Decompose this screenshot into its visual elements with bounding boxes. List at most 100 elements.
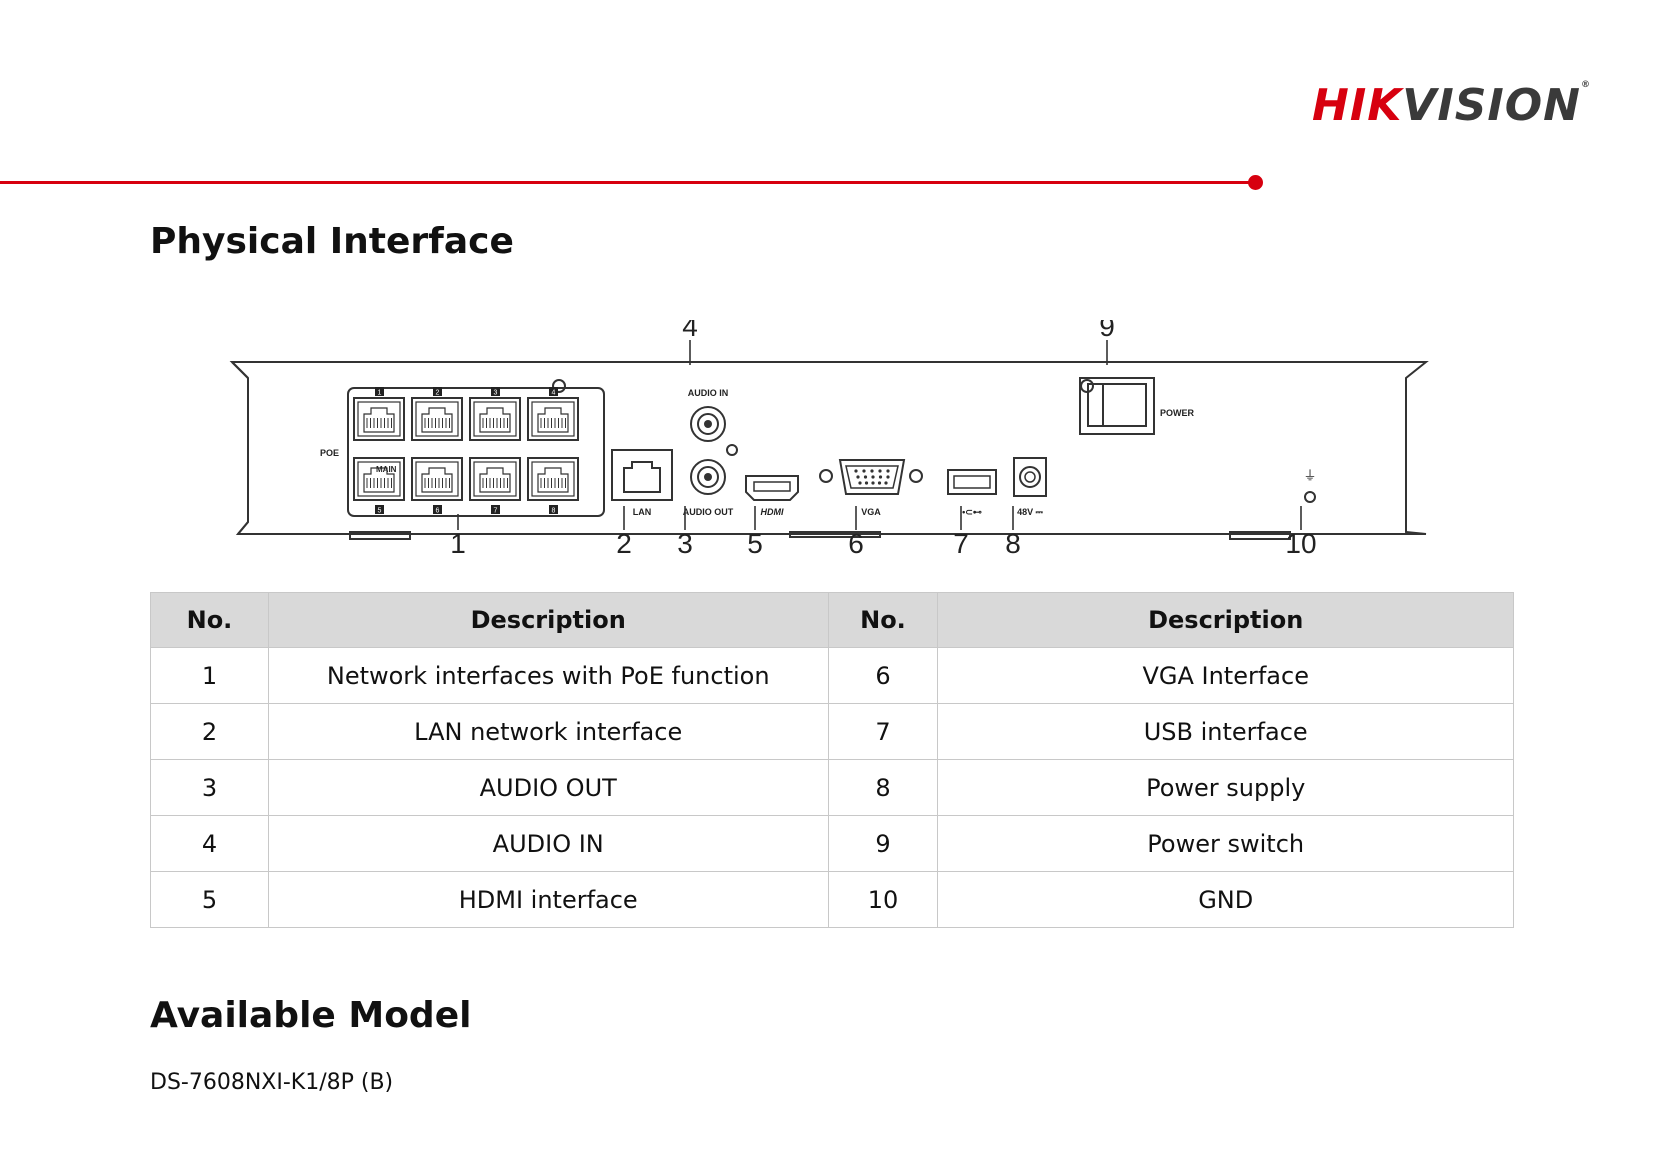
callout-3: 3 <box>677 528 693 559</box>
port-number: 3 <box>494 390 498 397</box>
header-description: Description <box>267 592 829 648</box>
vga-port: VGA <box>819 459 923 517</box>
poe-port-block: POE 1 2 3 4 5 6 7 8 MAIN <box>320 387 605 517</box>
power-label: POWER <box>1160 408 1195 418</box>
main-label: MAIN <box>376 465 397 474</box>
lan-port: LAN <box>611 449 673 517</box>
port-number-tag <box>491 505 500 514</box>
header-description: Description <box>937 592 1514 648</box>
port-number-tag <box>433 387 442 396</box>
port-number: 4 <box>552 390 556 397</box>
callout-7: 7 <box>953 528 969 559</box>
cell-description: VGA Interface <box>937 647 1514 704</box>
cell-no: 2 <box>150 703 269 760</box>
callout-8: 8 <box>1005 528 1021 559</box>
cell-no: 4 <box>150 815 269 872</box>
table-row: 2 LAN network interface 7 USB interface <box>150 703 1514 760</box>
port-number: 6 <box>436 508 440 515</box>
usb-symbol: •⊂⊷ <box>962 507 982 517</box>
cell-no: 10 <box>827 871 939 928</box>
table-row: 3 AUDIO OUT 8 Power supply <box>150 759 1514 816</box>
cell-description: HDMI interface <box>267 871 829 928</box>
audio-in-label: AUDIO IN <box>688 388 729 398</box>
screw-hole <box>552 379 566 393</box>
hdmi-label: HDMI <box>761 507 784 517</box>
logo-hik: HIK <box>1312 80 1403 131</box>
port-number-tag <box>549 387 558 396</box>
cell-description: Power supply <box>937 759 1514 816</box>
port-number: 8 <box>552 508 556 515</box>
poe-port <box>353 397 405 441</box>
cell-no: 7 <box>827 703 939 760</box>
ground-symbol: ⏚ <box>1303 468 1316 483</box>
port-number-tag <box>375 387 384 396</box>
cell-description: Power switch <box>937 815 1514 872</box>
cell-no: 6 <box>827 647 939 704</box>
lan-label: LAN <box>633 507 652 517</box>
callout-2: 2 <box>616 528 632 559</box>
callout-numbers: 1 2 3 4 5 6 7 8 9 10 <box>450 320 1316 559</box>
cell-description: AUDIO IN <box>267 815 829 872</box>
header-no: No. <box>150 592 269 648</box>
cell-no: 5 <box>150 871 269 928</box>
cell-no: 9 <box>827 815 939 872</box>
cell-description: Network interfaces with PoE function <box>267 647 829 704</box>
cell-description: USB interface <box>937 703 1514 760</box>
table-row: 1 Network interfaces with PoE function 6… <box>150 647 1514 704</box>
poe-port <box>411 457 463 501</box>
callout-1: 1 <box>450 528 466 559</box>
callout-4: 4 <box>682 320 698 342</box>
chassis-outline <box>229 361 1429 540</box>
audio-out-jack <box>690 459 726 495</box>
cell-no: 8 <box>827 759 939 816</box>
cell-description: GND <box>937 871 1514 928</box>
model-number: DS-7608NXI-K1/8P (B) <box>150 1070 394 1095</box>
cell-no: 1 <box>150 647 269 704</box>
physical-interface-title: Physical Interface <box>150 221 514 262</box>
callout-6: 6 <box>848 528 864 559</box>
poe-label: POE <box>320 448 339 458</box>
power-switch: POWER <box>1079 377 1195 435</box>
poe-port <box>469 457 521 501</box>
audio-out-label: AUDIO OUT <box>683 507 734 517</box>
logo-vision: VISION <box>1402 80 1582 131</box>
dc-label: 48V ⎓ <box>1017 507 1044 517</box>
vga-label: VGA <box>861 507 881 517</box>
port-number-tag <box>549 505 558 514</box>
header-no: No. <box>827 592 939 648</box>
poe-port <box>411 397 463 441</box>
callout-9: 9 <box>1099 320 1115 342</box>
callout-10: 10 <box>1285 528 1316 559</box>
poe-port <box>469 397 521 441</box>
cell-no: 3 <box>150 759 269 816</box>
logo-registered: ® <box>1581 80 1592 90</box>
header-rule <box>0 181 1252 184</box>
port-number-tag <box>433 505 442 514</box>
table-row: 4 AUDIO IN 9 Power switch <box>150 815 1514 872</box>
port-number: 5 <box>378 508 382 515</box>
ground-terminal: ⏚ <box>1303 468 1317 503</box>
header-rule-dot <box>1248 175 1263 190</box>
callout-leaders <box>457 340 1302 530</box>
port-number: 1 <box>378 390 382 397</box>
cell-description: LAN network interface <box>267 703 829 760</box>
hdmi-port: HDMI <box>745 475 799 517</box>
audio-ports: AUDIO IN AUDIO OUT <box>683 388 738 517</box>
table-row: 5 HDMI interface 10 GND <box>150 871 1514 928</box>
audio-in-jack <box>690 406 726 442</box>
port-number: 2 <box>436 390 440 397</box>
callout-5: 5 <box>747 528 763 559</box>
port-number: 7 <box>494 508 498 515</box>
available-model-title: Available Model <box>150 995 472 1036</box>
poe-port <box>527 397 579 441</box>
usb-port: •⊂⊷ <box>947 469 997 517</box>
interface-table: No. Description No. Description 1 Networ… <box>150 592 1514 928</box>
hikvision-logo: HIKVISION® <box>1312 80 1591 131</box>
dc-power-jack: 48V ⎓ <box>1013 457 1047 517</box>
cell-description: AUDIO OUT <box>267 759 829 816</box>
port-number-tag <box>491 387 500 396</box>
poe-port <box>527 457 579 501</box>
table-header-row: No. Description No. Description <box>150 592 1514 648</box>
port-number-tag <box>375 505 384 514</box>
